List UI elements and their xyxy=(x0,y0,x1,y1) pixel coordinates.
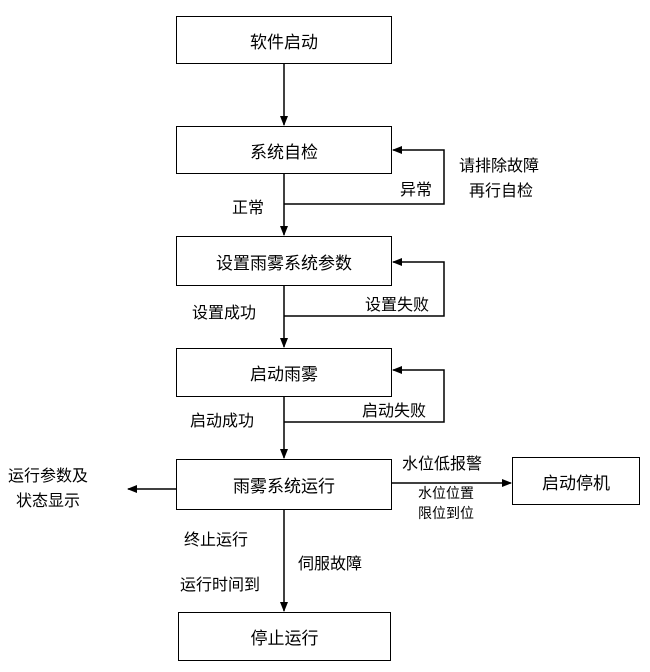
label-fix-fault-2: 再行自检 xyxy=(469,181,534,200)
box-start-fog: 启动雨雾 xyxy=(176,348,392,397)
box-start-shutdown: 启动停机 xyxy=(512,457,640,505)
loop-startfog-fail xyxy=(284,366,445,423)
label-set-fail: 设置失败 xyxy=(365,295,430,314)
label-run-params-2: 状态显示 xyxy=(16,491,81,510)
label-start-success: 启动成功 xyxy=(190,411,255,430)
label-servo-fault: 伺服故障 xyxy=(298,554,363,573)
box-fog-running: 雨雾系统运行 xyxy=(176,459,392,510)
label-terminate: 终止运行 xyxy=(184,530,249,549)
label-normal: 正常 xyxy=(232,198,265,217)
box-self-check: 系统自检 xyxy=(176,126,392,174)
label-water-level-1: 水位位置 xyxy=(418,486,474,502)
label-set-success: 设置成功 xyxy=(192,303,257,322)
label-water-level-2: 限位到位 xyxy=(418,506,474,522)
label-low-water-alarm: 水位低报警 xyxy=(402,454,483,473)
loop-selfcheck-abnormal xyxy=(284,146,445,205)
label-time-up: 运行时间到 xyxy=(180,575,261,594)
label-fix-fault-1: 请排除故障 xyxy=(459,156,540,175)
box-set-params: 设置雨雾系统参数 xyxy=(176,236,392,286)
box-stop-running: 停止运行 xyxy=(178,612,391,661)
label-run-params-1: 运行参数及 xyxy=(8,466,89,485)
box-software-start: 软件启动 xyxy=(176,16,392,64)
loop-params-fail xyxy=(284,258,445,317)
label-abnormal: 异常 xyxy=(400,180,433,199)
label-start-fail: 启动失败 xyxy=(362,401,427,420)
